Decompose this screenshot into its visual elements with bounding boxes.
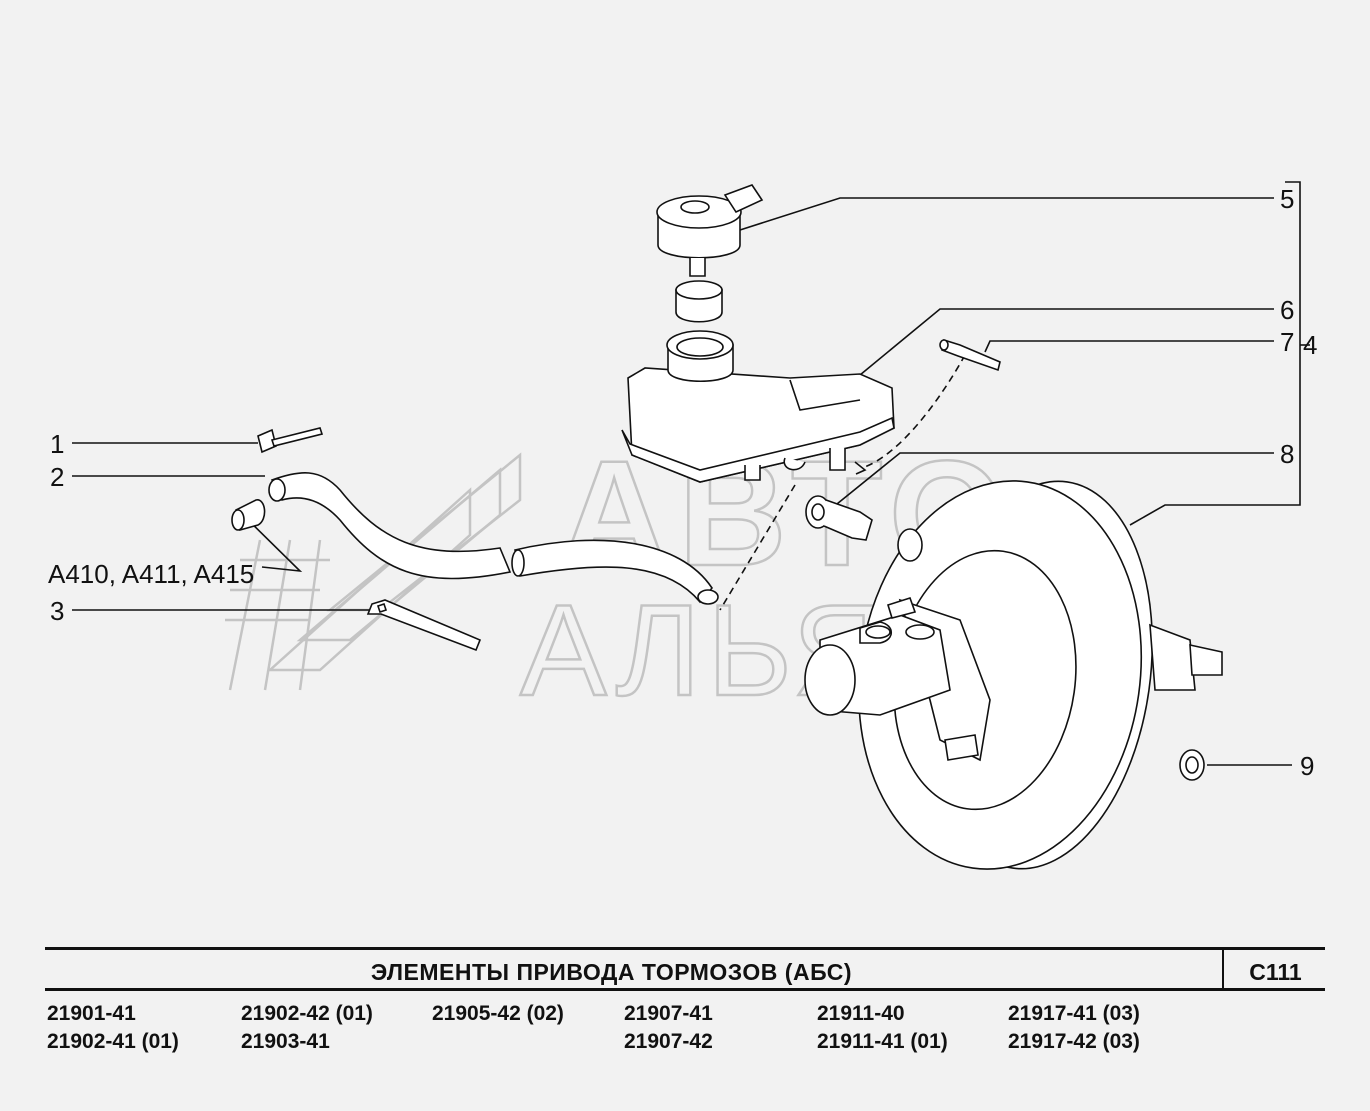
page-title: ЭЛЕМЕНТЫ ПРИВОДА ТОРМОЗОВ (АБС): [370, 959, 853, 985]
model-code: 21911-40: [817, 1002, 905, 1025]
part-6-reservoir: [621, 330, 895, 483]
model-code: 21911-41 (01): [817, 1030, 948, 1053]
model-code: 21917-42 (03): [1008, 1030, 1140, 1053]
model-code: 21905-42 (02): [432, 1002, 564, 1025]
model-code: 21907-41: [624, 1002, 713, 1025]
model-code: 21903-41: [241, 1030, 330, 1053]
title-bar: ЭЛЕМЕНТЫ ПРИВОДА ТОРМОЗОВ (АБС) C111: [45, 947, 1325, 991]
callout-3: 3: [50, 596, 64, 626]
model-code: 21917-41 (03): [1008, 1002, 1140, 1025]
part-7-pin: [939, 338, 1001, 372]
callout-variants: A410, A411, A415: [48, 559, 254, 589]
model-list: 21901-41 21902-41 (01) 21902-42 (01) 219…: [47, 1000, 1327, 1110]
callout-6: 6: [1280, 295, 1294, 325]
model-code: 21902-41 (01): [47, 1030, 179, 1053]
callout-4: 4: [1303, 330, 1317, 360]
part-2-hose: [231, 472, 719, 605]
model-code: 21907-42: [624, 1030, 713, 1053]
part-3-cable-tie: [366, 599, 482, 652]
part-4-brake-booster: [804, 480, 1223, 870]
part-9-nut: [1179, 749, 1205, 781]
callout-2: 2: [50, 462, 64, 492]
diagram-code: C111: [1222, 950, 1327, 988]
leader-lines: [72, 181, 1310, 766]
callout-5: 5: [1280, 184, 1294, 214]
callout-7: 7: [1280, 327, 1294, 357]
part-1-clip: [257, 427, 324, 454]
part-5-cap: [656, 184, 764, 323]
part-8-grommet: [805, 495, 873, 541]
parts-diagram: АВТО АЛЬЯНС: [48, 181, 1317, 870]
callout-8: 8: [1280, 439, 1294, 469]
model-code: 21902-42 (01): [241, 1002, 373, 1025]
callout-1: 1: [50, 429, 64, 459]
callout-9: 9: [1300, 751, 1314, 781]
model-code: 21901-41: [47, 1002, 136, 1025]
